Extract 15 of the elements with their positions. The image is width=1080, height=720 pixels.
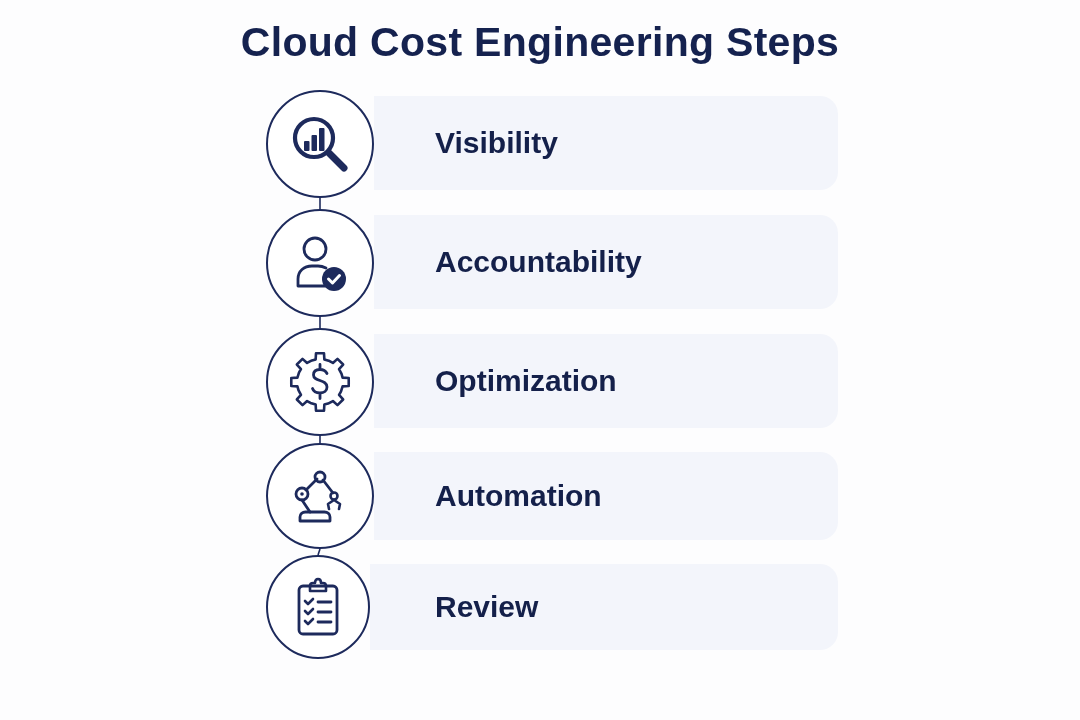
connector-line: [317, 548, 321, 556]
step-label: Accountability: [435, 245, 642, 279]
step-label: Review: [435, 590, 539, 624]
step-card: [374, 215, 838, 309]
step-card: [374, 96, 838, 190]
connector-line: [319, 435, 321, 444]
step-label: Optimization: [435, 364, 617, 398]
step-label: Visibility: [435, 126, 558, 160]
step-card: [370, 564, 838, 650]
step-card: [374, 452, 838, 540]
connector-line: [319, 316, 321, 329]
step-card: [374, 334, 838, 428]
diagram-title: Cloud Cost Engineering Steps: [240, 19, 840, 65]
connector-line: [319, 197, 321, 210]
step-label: Automation: [435, 479, 602, 513]
